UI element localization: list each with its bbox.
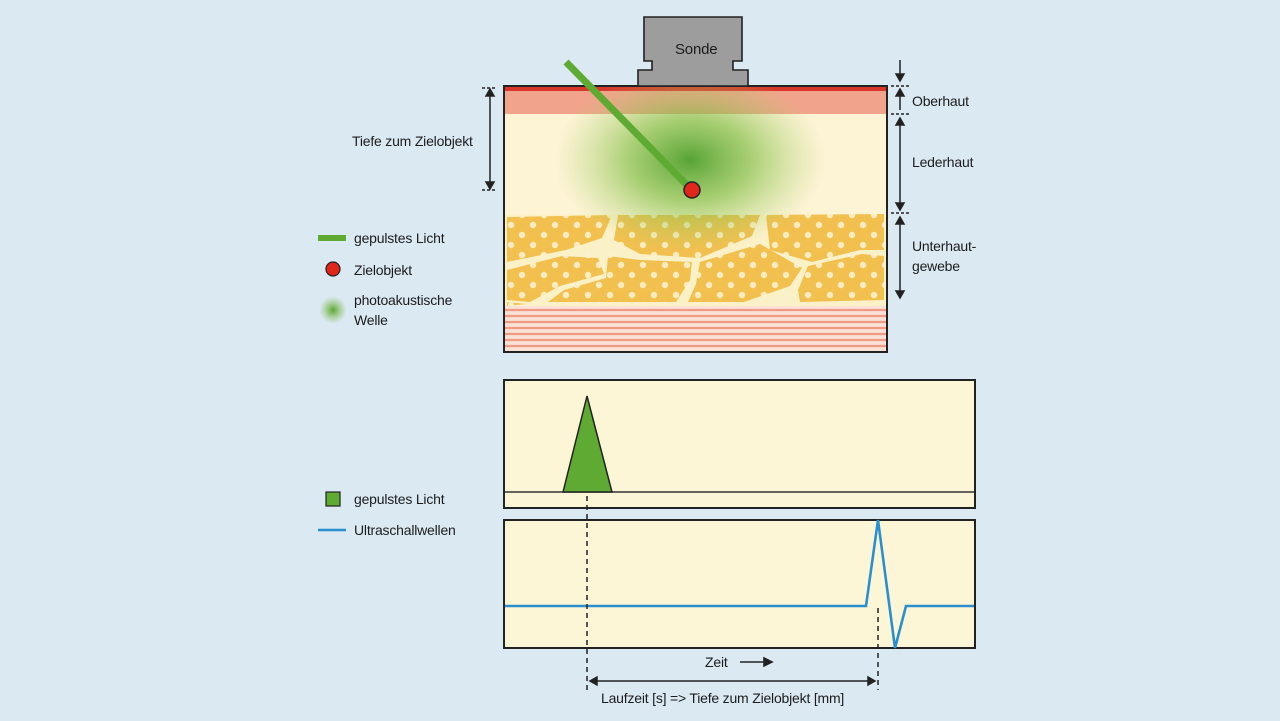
legend-bottom-light-label: gepulstes Licht: [354, 491, 445, 507]
time-label: Zeit: [705, 654, 728, 670]
light-pulse-peak: [562, 395, 613, 493]
legend-target-icon: [325, 261, 341, 277]
light-signal-panel: [503, 379, 976, 509]
legend-target-label: Zielobjekt: [354, 262, 412, 278]
pulsed-light-beam: [563, 59, 693, 191]
green-square-icon: [325, 491, 341, 507]
depth-marker: [482, 87, 497, 191]
runtime-arrow: [588, 675, 877, 687]
legend-wave-label-line1: photoakustische: [354, 292, 453, 308]
wave-glow-icon: [319, 296, 347, 324]
probe-label: Sonde: [675, 41, 718, 58]
dermis-label: Lederhaut: [912, 154, 974, 170]
photoacoustic-wave: [555, 87, 825, 252]
legend-ultrasound-label: Ultraschallwellen: [354, 522, 456, 538]
subcutis-label-line2: gewebe: [912, 258, 960, 274]
subcutis-label-line1: Unterhaut-: [912, 238, 977, 254]
ultrasound-waveform: [505, 519, 974, 649]
ultrasound-signal-panel: [503, 519, 976, 649]
layer-markers: [891, 60, 910, 300]
time-arrow-icon: [740, 656, 774, 668]
target-dot-icon: [683, 181, 701, 199]
probe-icon: [637, 16, 749, 87]
depth-label: Tiefe zum Zielobjekt: [352, 133, 473, 149]
runtime-label: Laufzeit [s] => Tiefe zum Zielobjekt [mm…: [601, 690, 845, 706]
skin-cross-section: [503, 85, 888, 353]
timing-guides: [586, 496, 879, 690]
legend-wave-label-line2: Welle: [354, 312, 388, 328]
muscle-stripes: [505, 306, 886, 351]
epidermis-label: Oberhaut: [912, 93, 969, 109]
legend-pulsed-light-label: gepulstes Licht: [354, 230, 445, 246]
